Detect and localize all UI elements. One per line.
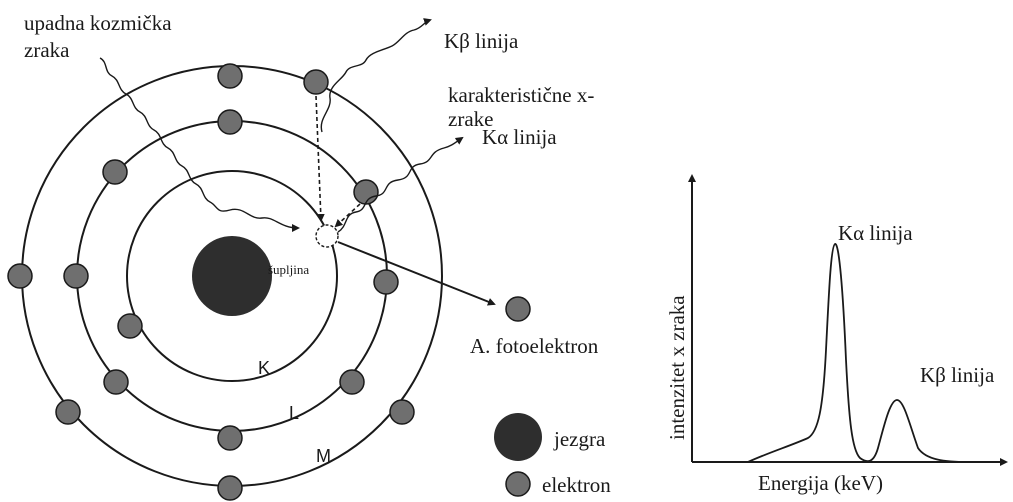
characteristic-xray-label: karakteristične x-: [448, 83, 594, 107]
legend-nucleus-label: jezgra: [553, 427, 606, 451]
electron: [7, 263, 33, 289]
electron: [103, 369, 129, 395]
shell-l-label: L: [289, 403, 299, 423]
m-to-k-transition: [315, 95, 325, 222]
electron: [373, 269, 399, 295]
x-axis-label: Energija (keV): [758, 471, 883, 495]
hole: [315, 224, 339, 248]
hole-label: šupljina: [268, 262, 309, 277]
electron: [303, 69, 329, 95]
legend-nucleus-swatch: [494, 413, 542, 461]
electron: [217, 475, 243, 501]
kalpha-peak-label: Kα linija: [838, 221, 913, 245]
electron: [117, 313, 143, 339]
legend: jezgra elektron: [494, 413, 611, 497]
electron: [339, 369, 365, 395]
electron: [102, 159, 128, 185]
shell-k-orbit: [126, 170, 338, 382]
spectrum-curve: [747, 243, 969, 463]
electron: [353, 179, 379, 205]
electron: [55, 399, 81, 425]
characteristic-xray-label: zrake: [448, 107, 493, 131]
incident-ray: [99, 57, 300, 232]
electron: [217, 425, 243, 451]
electron: [217, 63, 243, 89]
electron: [217, 109, 243, 135]
electron: [63, 263, 89, 289]
photoelectron-path: [337, 241, 496, 306]
kbeta-emission-label: Kβ linija: [444, 29, 519, 53]
nucleus: [192, 236, 272, 316]
atom-model: upadna kozmička zraka Kβ linija karakter…: [7, 11, 599, 501]
kalpha-emission-ray: [337, 136, 464, 233]
photoelectron-label: A. fotoelektron: [470, 334, 599, 358]
l-to-k-transition: [334, 203, 361, 228]
kbeta-emission-ray: [320, 18, 432, 133]
y-axis-label: intenzitet x zraka: [665, 295, 689, 440]
legend-electron-swatch: [505, 471, 531, 497]
incident-ray-label: zraka: [24, 38, 70, 62]
kbeta-peak-label: Kβ linija: [920, 363, 995, 387]
kalpha-emission-label: Kα linija: [482, 125, 557, 149]
shell-k-label: K: [258, 358, 270, 378]
incident-ray-label: upadna kozmička: [24, 11, 172, 35]
photoelectron: [505, 296, 531, 322]
xray-spectrum: intenzitet x zraka Energija (keV) Kα lin…: [665, 174, 1008, 495]
shell-m-label: M: [316, 446, 331, 466]
legend-electron-label: elektron: [542, 473, 611, 497]
electron: [389, 399, 415, 425]
